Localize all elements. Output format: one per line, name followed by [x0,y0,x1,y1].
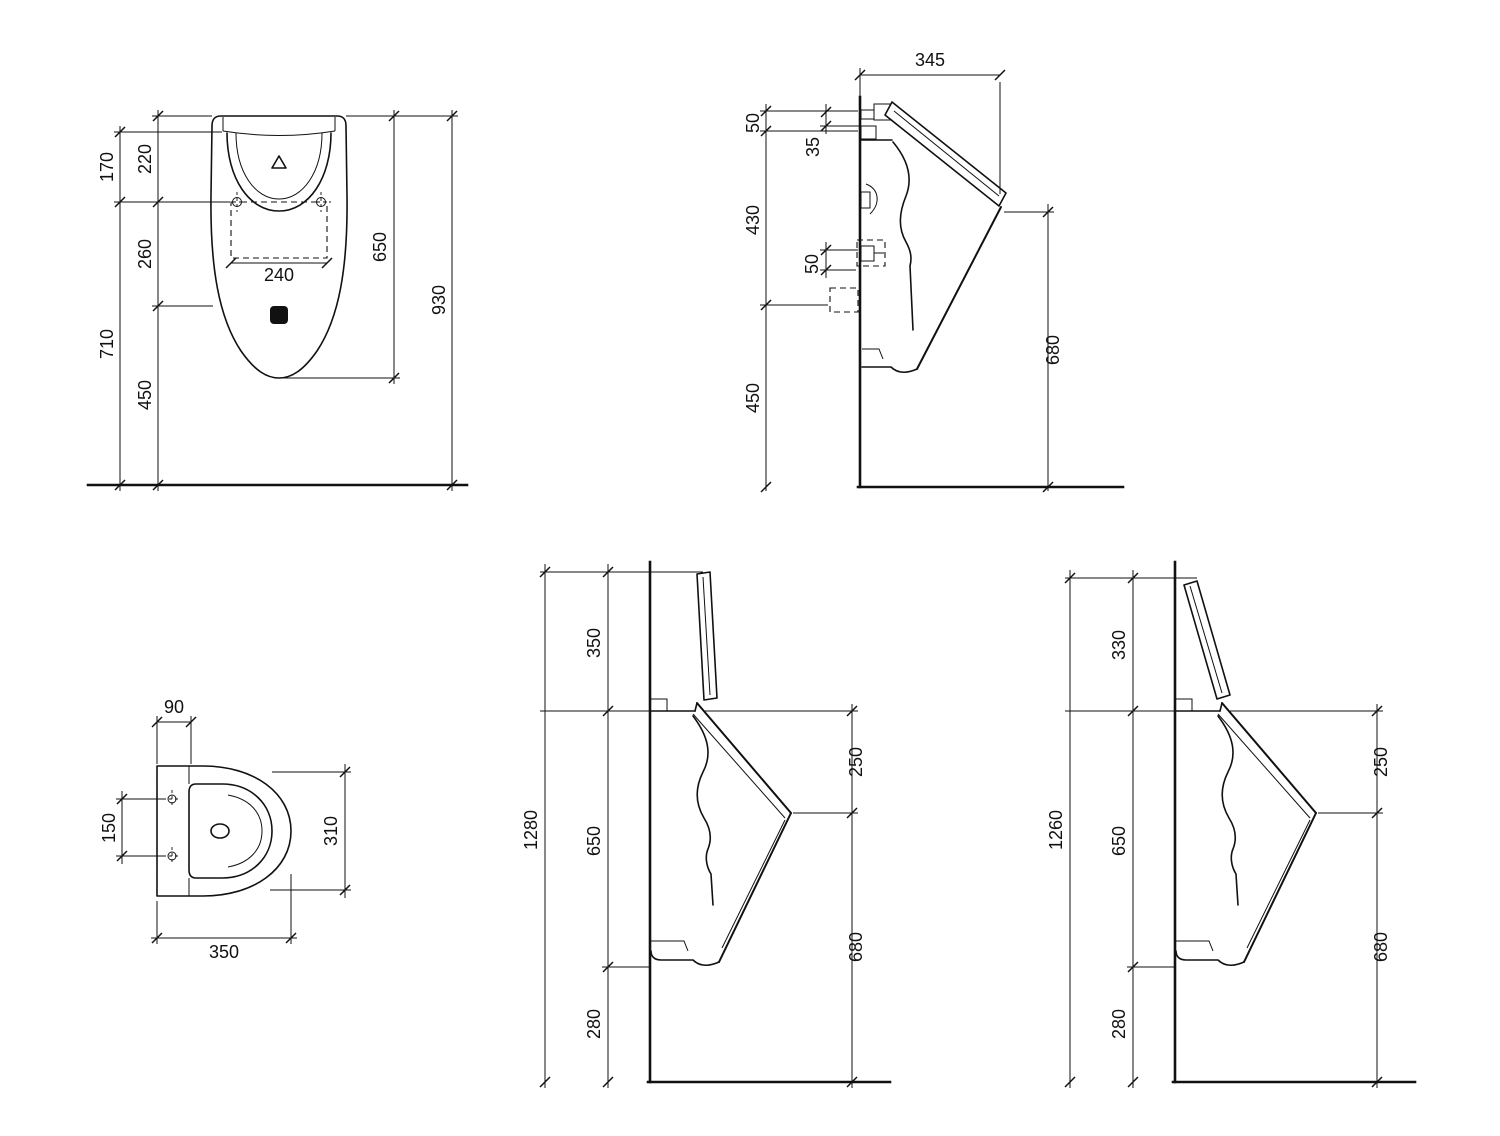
side-open-view-a: 350 1280 650 280 250 680 [521,560,892,1088]
dim-open-a-280: 280 [584,1009,604,1039]
body-foot [650,950,720,966]
plan-view: 90 150 310 350 [99,697,351,962]
dim-open-b-330: 330 [1109,630,1129,660]
plan-bowl [188,783,273,879]
urinal-outline [210,115,348,379]
inlet-connection-dashed [856,239,886,267]
open-a-body [646,560,892,1084]
dim-front-930: 930 [429,285,449,315]
open-a-dimensions: 350 1280 650 280 250 680 [521,564,866,1088]
dim-front-450: 450 [135,380,155,410]
dim-open-a-1280: 1280 [521,810,541,850]
side-dimensions: 345 50 430 450 35 50 680 [743,50,1063,493]
plan-bowl-inner-arc [227,794,263,868]
dim-side-50-mid: 50 [802,254,822,274]
side-view: 345 50 430 450 35 50 680 [743,50,1125,493]
dim-front-240: 240 [264,265,294,285]
bowl-front-curve [892,141,914,331]
plan-body [156,765,292,897]
dim-front-260: 260 [135,239,155,269]
dim-front-650: 650 [370,232,390,262]
dim-open-b-680: 680 [1371,932,1391,962]
dim-side-430: 430 [743,205,763,235]
lid-open-tilted [1183,580,1231,700]
open-b-dimensions: 330 1260 650 280 250 680 [1046,570,1391,1088]
dim-plan-150: 150 [99,813,119,843]
drain [210,823,230,839]
dim-front-220: 220 [135,144,155,174]
plan-dimensions: 90 150 310 350 [99,697,351,962]
rim-edge [1221,702,1317,814]
body-underside [1243,812,1317,963]
dim-side-680: 680 [1043,335,1063,365]
bowl-outer [226,132,332,212]
side-body [829,95,1125,489]
dim-side-35: 35 [803,137,823,157]
dim-side-50-top: 50 [743,113,763,133]
dim-plan-310: 310 [321,816,341,846]
dim-plan-90: 90 [164,697,184,717]
mounting-frame-dashed [230,201,328,259]
rim-edge [696,702,792,814]
dim-open-a-250: 250 [846,747,866,777]
dim-open-a-350: 350 [584,628,604,658]
side-open-view-b: 330 1260 650 280 250 680 [1046,560,1417,1088]
dim-side-345: 345 [915,50,945,70]
open-b-body [1171,560,1417,1084]
dim-side-450: 450 [743,383,763,413]
dim-open-b-1260: 1260 [1046,810,1066,850]
body-underside [916,206,1002,370]
dim-open-b-280: 280 [1109,1009,1129,1039]
spreader-icon [271,155,287,169]
dim-open-b-650: 650 [1109,826,1129,856]
front-view: 170 710 220 260 450 240 650 930 [86,110,469,491]
dim-plan-350: 350 [209,942,239,962]
body-foot [1175,950,1245,966]
front-body [86,115,469,487]
dim-open-a-650: 650 [584,826,604,856]
dim-front-710: 710 [97,329,117,359]
dim-open-b-250: 250 [1371,747,1391,777]
dim-open-a-680: 680 [846,932,866,962]
body-foot [861,366,918,373]
bowl-front-curve [1217,715,1239,906]
rim-line [222,130,336,136]
dim-front-170: 170 [97,152,117,182]
outlet-connection-dashed [829,287,859,313]
waste-outlet [270,306,288,324]
bowl-inner [235,132,323,200]
front-dimensions: 170 710 220 260 450 240 650 930 [97,110,458,491]
bowl-front-curve [692,715,714,906]
trap-curve [865,183,878,215]
body-underside [718,812,792,963]
lid-closed [884,101,1007,207]
plan-outline [156,765,292,897]
